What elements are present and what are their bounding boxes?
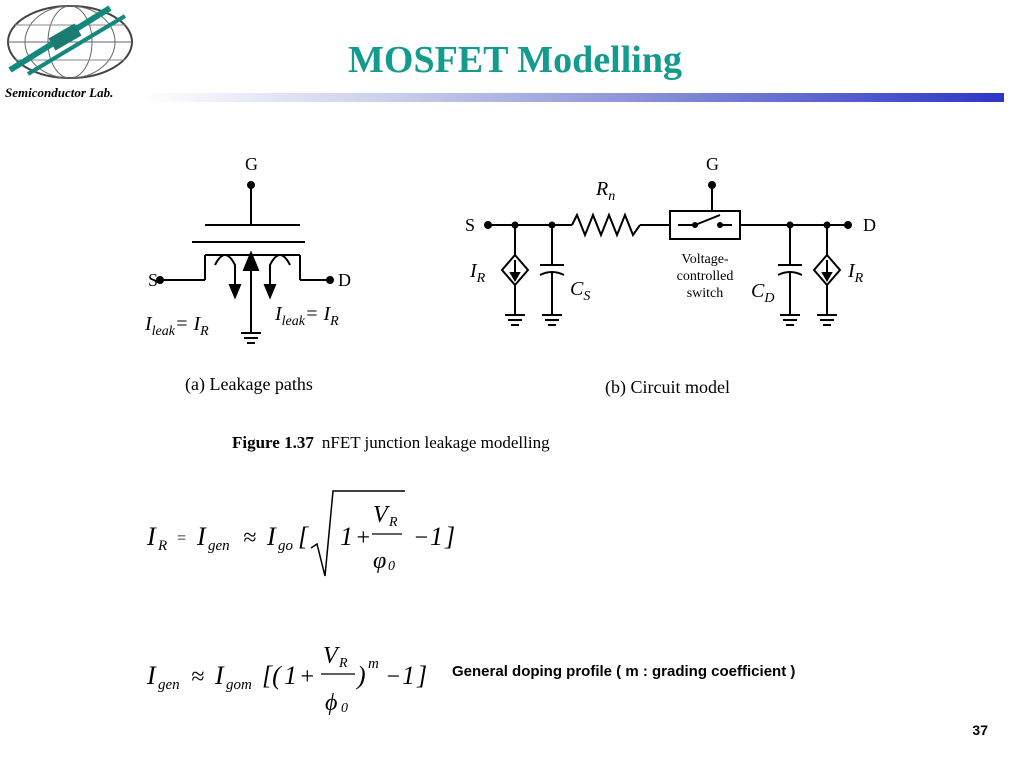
- switch-label-line3: switch: [687, 286, 724, 301]
- svg-text:I: I: [196, 522, 207, 551]
- svg-text:φ: φ: [373, 548, 386, 574]
- svg-text:gen: gen: [208, 538, 230, 554]
- right-caption: (b) Circuit model: [605, 377, 730, 398]
- circuit-model-diagram: S D G: [465, 154, 876, 398]
- left-drain-label: D: [338, 270, 351, 290]
- svg-text:]: ]: [416, 661, 427, 690]
- left-source-label: S: [148, 270, 158, 290]
- right-gate-label: G: [706, 154, 719, 174]
- equation-igen: I gen ≈ I gom [( 1 + V R ϕ 0 ) m − 1 ]: [146, 643, 427, 716]
- svg-text:go: go: [278, 538, 294, 554]
- logo-text: Semiconductor Lab.: [5, 85, 113, 100]
- right-leak-label: Ileak= IR: [274, 303, 339, 329]
- svg-text:I: I: [214, 661, 225, 690]
- right-drain-label: D: [863, 215, 876, 235]
- left-leak-label: Ileak= IR: [144, 313, 209, 339]
- svg-text:): ): [355, 661, 366, 690]
- equation-ir: I R = I gen ≈ I go [ 1 + V R φ 0 − 1 ]: [146, 490, 455, 577]
- svg-text:0: 0: [388, 559, 395, 574]
- left-gate-label: G: [245, 154, 258, 174]
- svg-text:R: R: [338, 656, 348, 671]
- switch-label-line2: controlled: [677, 269, 734, 284]
- svg-text:=: =: [176, 530, 187, 547]
- svg-text:V: V: [323, 643, 340, 669]
- leakage-paths-diagram: G S D Ileak= IR Ileak= IR (a) Leakage pa…: [144, 154, 351, 395]
- page-number: 37: [972, 722, 988, 738]
- svg-text:gom: gom: [226, 677, 252, 693]
- cs-label: CS: [570, 278, 590, 304]
- rn-label: Rn: [595, 178, 615, 204]
- svg-text:−: −: [413, 525, 429, 551]
- ir-right-label: IR: [847, 260, 864, 286]
- svg-text:+: +: [355, 525, 371, 551]
- svg-text:R: R: [388, 515, 398, 530]
- semiconductor-lab-logo: Semiconductor Lab.: [5, 5, 133, 100]
- right-source-label: S: [465, 215, 475, 235]
- title-underline-bar: [140, 93, 1004, 102]
- svg-text:R: R: [157, 538, 167, 554]
- svg-text:1: 1: [340, 522, 353, 551]
- svg-text:]: ]: [444, 522, 455, 551]
- svg-text:[(: [(: [262, 661, 282, 690]
- svg-text:≈: ≈: [243, 525, 256, 551]
- svg-text:V: V: [373, 502, 390, 528]
- svg-text:[: [: [298, 522, 310, 551]
- svg-text:1: 1: [284, 661, 297, 690]
- leakage-figure: G S D Ileak= IR Ileak= IR (a) Leakage pa…: [144, 154, 876, 452]
- ir-left-label: IR: [469, 260, 486, 286]
- svg-text:+: +: [299, 664, 315, 690]
- svg-text:I: I: [146, 661, 157, 690]
- doping-profile-note: General doping profile ( m : grading coe…: [452, 663, 796, 680]
- svg-text:1: 1: [402, 661, 415, 690]
- svg-text:ϕ: ϕ: [325, 690, 337, 716]
- left-caption: (a) Leakage paths: [185, 374, 313, 395]
- svg-text:−: −: [385, 664, 401, 690]
- svg-text:gen: gen: [158, 677, 180, 693]
- svg-text:1: 1: [430, 522, 443, 551]
- svg-text:I: I: [146, 522, 157, 551]
- page-title: MOSFET Modelling: [348, 39, 682, 81]
- svg-text:I: I: [266, 522, 277, 551]
- svg-text:m: m: [368, 656, 379, 672]
- cd-label: CD: [751, 280, 774, 306]
- svg-text:0: 0: [341, 701, 348, 716]
- switch-label-line1: Voltage-: [681, 252, 729, 267]
- svg-text:≈: ≈: [191, 664, 204, 690]
